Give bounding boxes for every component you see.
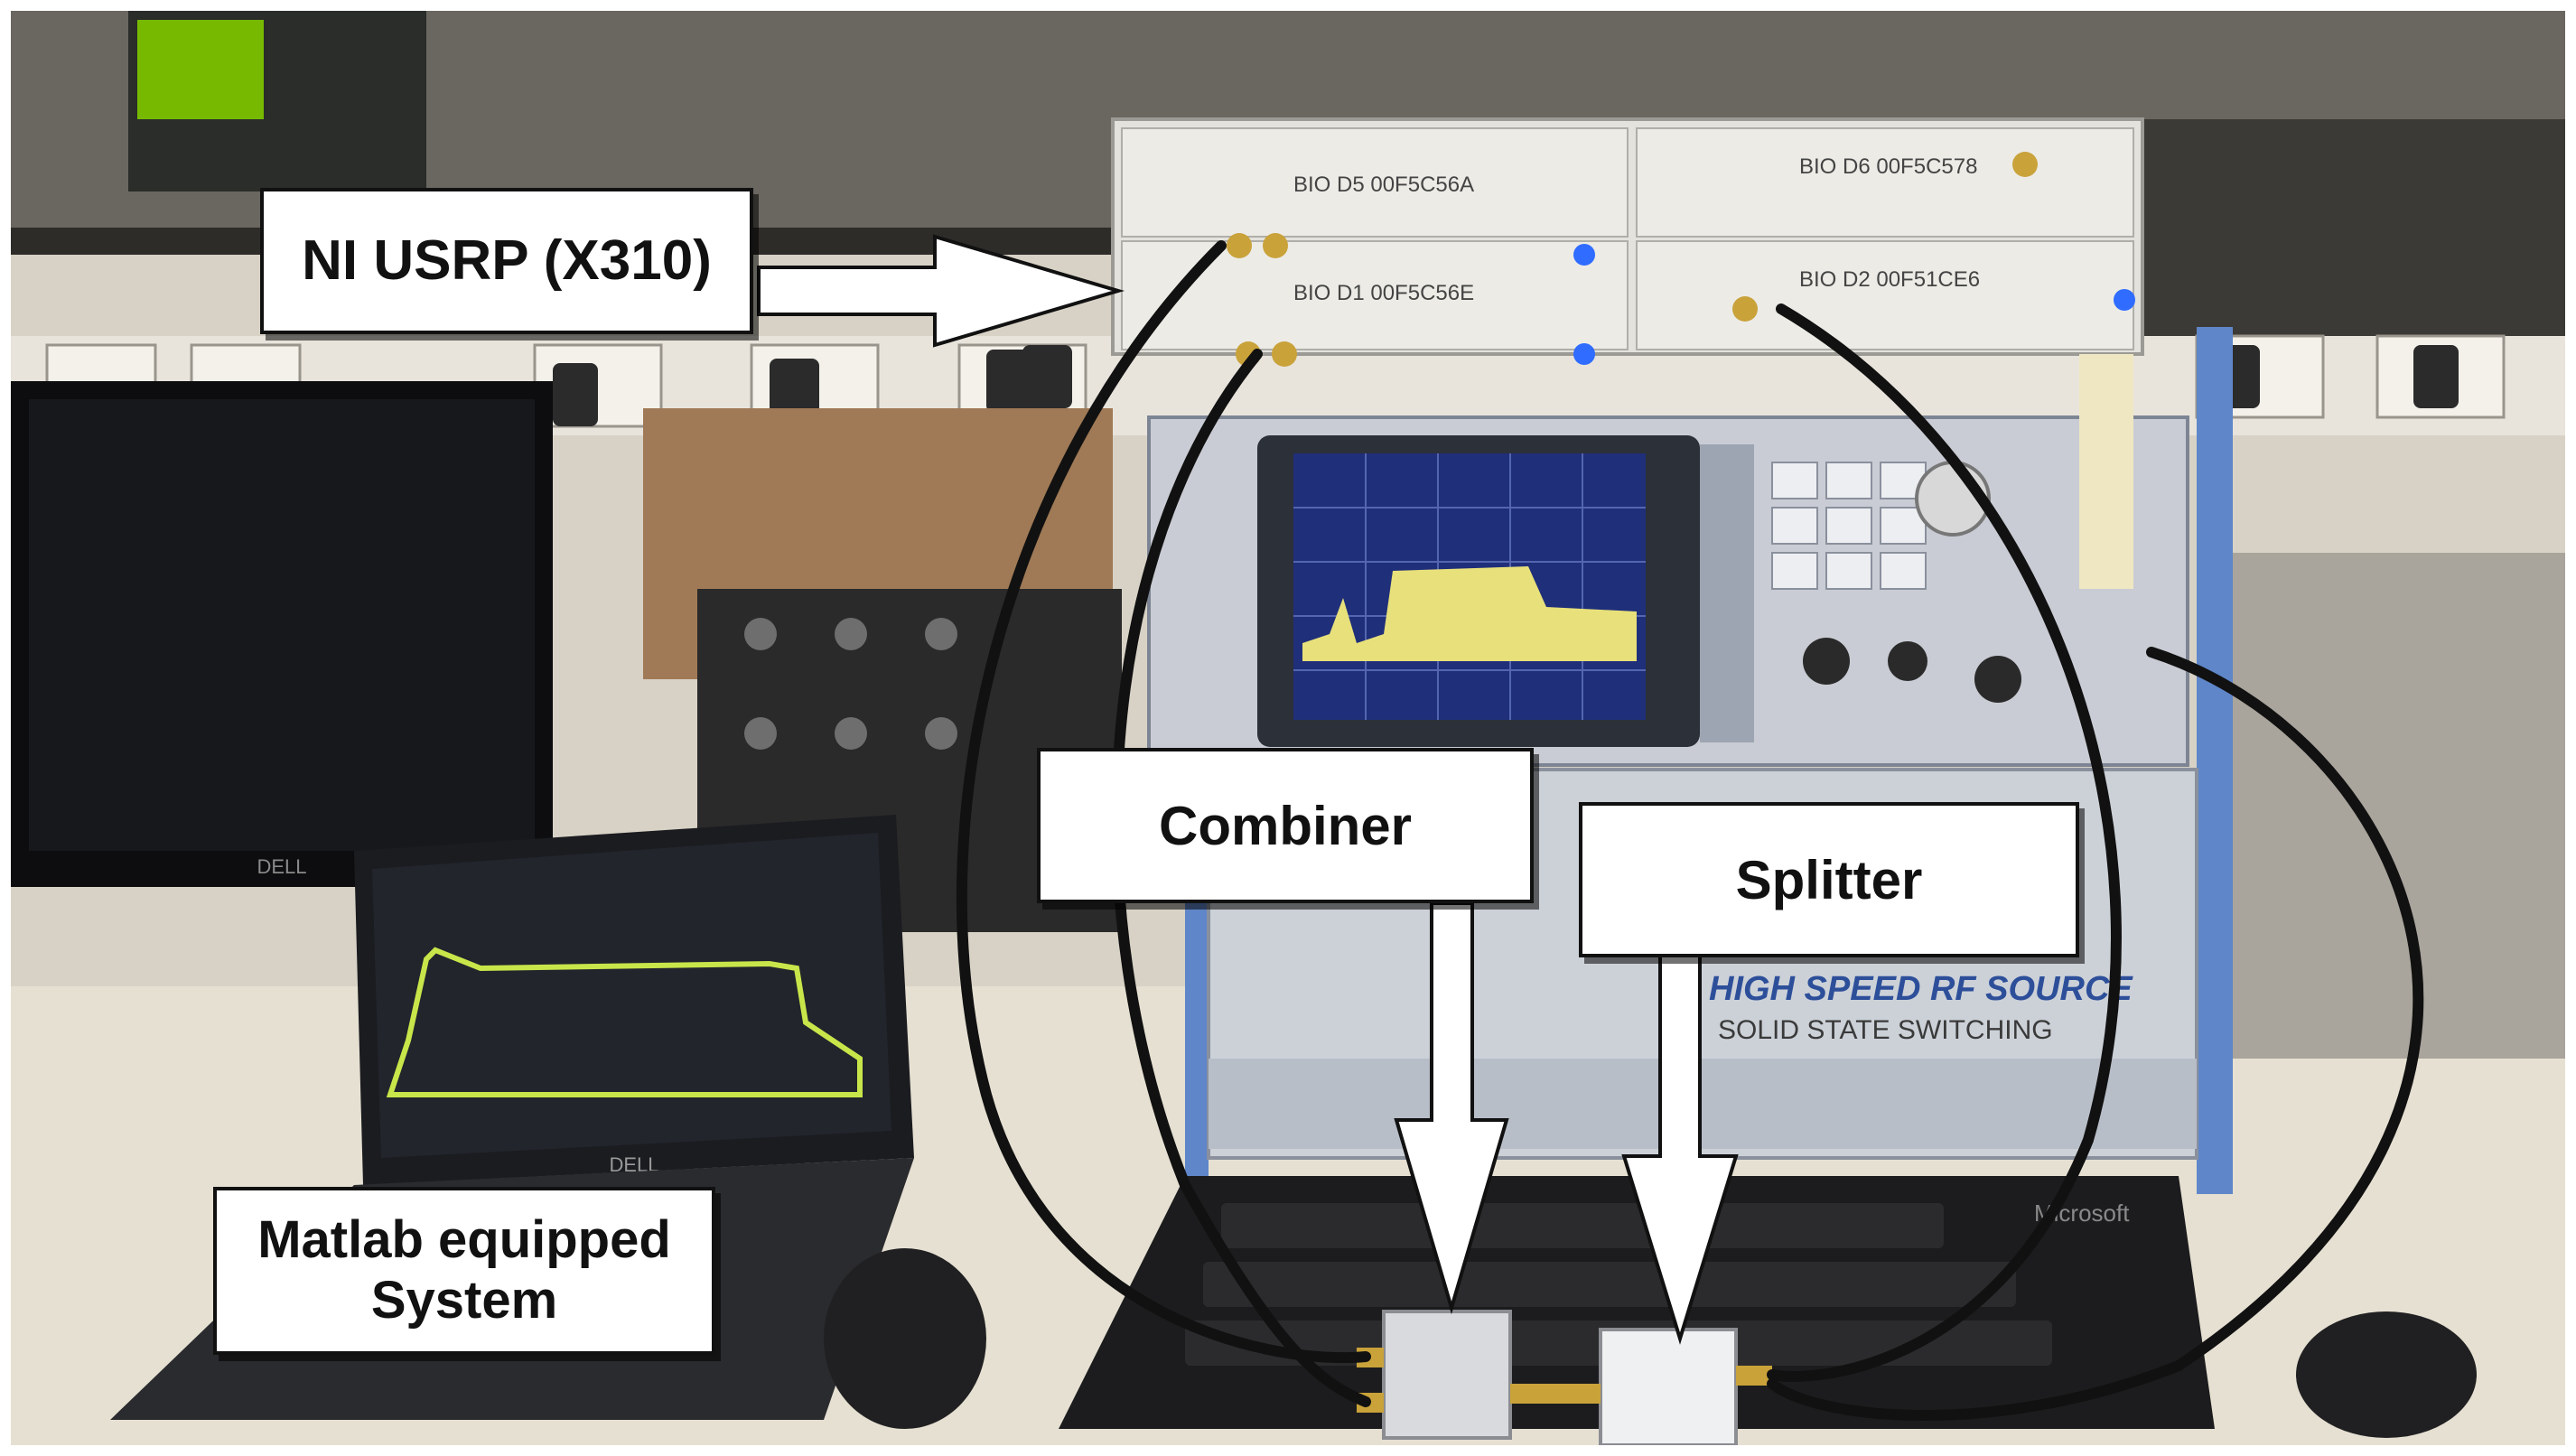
- usrp-unit-2: [1636, 127, 2134, 238]
- splitter-device: [1599, 1328, 1738, 1445]
- nvidia-box: [137, 20, 264, 119]
- usrp-slot-label: BIO D5 00F5C56A: [1293, 173, 1474, 197]
- usrp-unit-1: [1121, 127, 1629, 238]
- rack-frame-right: [2197, 327, 2233, 1194]
- laptop-trace: [386, 947, 863, 1097]
- rf-source-subtitle: SOLID STATE SWITCHING: [1718, 1015, 2053, 1045]
- usrp-label-text: NI USRP (X310): [302, 229, 712, 293]
- splitter-label: Splitter: [1579, 802, 2079, 957]
- usrp-slot-label: BIO D6 00F5C578: [1799, 154, 1977, 179]
- splitter-label-text: Splitter: [1735, 849, 1923, 910]
- analyzer-keypad: [1771, 462, 1927, 590]
- softkeys: [1700, 444, 1754, 742]
- analyzer-trace: [1302, 566, 1637, 661]
- rf-source-title: HIGH SPEED RF SOURCE: [1709, 970, 2133, 1008]
- analyzer-ports: [1803, 638, 2021, 703]
- mouse-right: [2296, 1311, 2477, 1438]
- combiner-device: [1382, 1310, 1512, 1440]
- usrp-slot-label: BIO D1 00F5C56E: [1293, 281, 1474, 305]
- matlab-label-line1: Matlab equipped: [257, 1210, 671, 1270]
- laptop-screen: [372, 833, 891, 1158]
- monitor-screen: [29, 399, 535, 851]
- usrp-unit-4: [1636, 240, 2134, 350]
- matlab-label-line2: System: [370, 1271, 558, 1330]
- plugs: [553, 345, 2459, 426]
- coax-cables: [956, 240, 2424, 1421]
- matlab-label: Matlab equipped System: [213, 1187, 715, 1355]
- usrp-label: NI USRP (X310): [260, 188, 753, 334]
- chassis-ports: [744, 618, 957, 750]
- right-shelf-equipment: [2088, 119, 2565, 354]
- combiner-label: Combiner: [1037, 748, 1534, 903]
- right-cabinet: [2233, 553, 2565, 1059]
- combiner-label-text: Combiner: [1158, 795, 1413, 856]
- usrp-slot-label: BIO D2 00F51CE6: [1799, 267, 1980, 292]
- floppy-drive: [2079, 354, 2133, 589]
- mouse-left: [824, 1248, 986, 1429]
- status-leds: [1573, 244, 2135, 365]
- monitor-brand: DELL: [257, 855, 306, 878]
- rf-source-grille: [1209, 1059, 2197, 1149]
